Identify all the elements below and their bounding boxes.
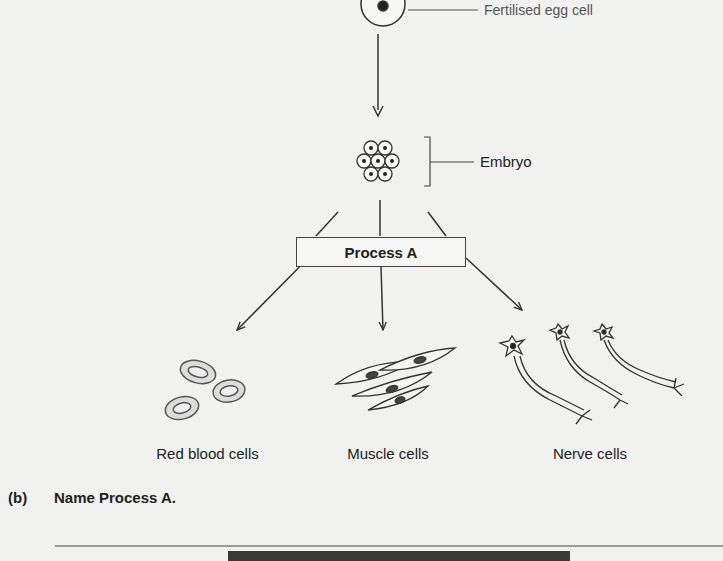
embryo-cells xyxy=(357,141,399,181)
arrow-line xyxy=(377,34,379,110)
embryo-nuclei xyxy=(362,146,394,176)
red-blood-cells xyxy=(163,357,247,423)
bracket xyxy=(424,137,474,186)
cell-group: Red blood cells xyxy=(140,330,275,462)
nerve-cells xyxy=(500,324,684,424)
egg-cell xyxy=(361,0,405,26)
box-label: Process A xyxy=(345,244,418,261)
arrow-connector xyxy=(381,267,383,330)
leader-line xyxy=(408,10,478,11)
egg-label: Fertilised egg cell xyxy=(484,2,593,18)
question-text: Name Process A. xyxy=(54,489,176,506)
part-label: Embryo xyxy=(480,153,532,170)
cell-label: Muscle cells xyxy=(318,445,458,462)
arrow-connector xyxy=(466,258,522,310)
arrow-head xyxy=(373,106,383,116)
answer-line xyxy=(55,545,723,546)
process-box: Process A xyxy=(296,237,466,267)
cell-label: Nerve cells xyxy=(490,445,690,462)
arrow-connector xyxy=(237,267,299,330)
cell-group: Muscle cells xyxy=(318,330,458,462)
question-number: (b) xyxy=(8,489,27,506)
split-lines xyxy=(316,200,446,236)
muscle-cells xyxy=(336,348,455,410)
cell-label: Red blood cells xyxy=(140,445,275,462)
dark-bar xyxy=(228,551,570,561)
cell-group: Nerve cells xyxy=(490,310,690,462)
